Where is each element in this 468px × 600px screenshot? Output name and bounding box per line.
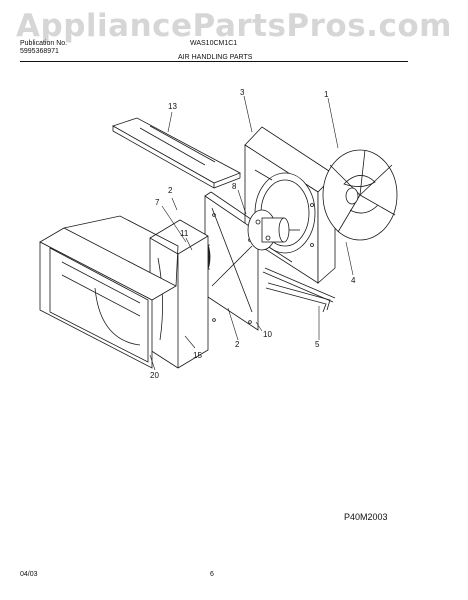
callout-13: 13 [168,102,177,111]
part-top-cover [112,117,241,189]
part-bracket [265,282,331,313]
callout-2-upper: 2 [168,186,173,195]
part-rod [262,267,336,303]
callout-5: 5 [315,340,320,349]
callout-4: 4 [351,276,356,285]
callout-2-lower: 2 [235,340,240,349]
footer-page-number: 6 [210,571,214,578]
model-number: WAS10CM1C1 [190,40,238,47]
diagram-code: P40M2003 [344,512,388,522]
callout-8: 8 [232,182,237,191]
publication-number: 5995368971 [20,48,59,55]
callout-leaders [149,95,354,371]
callout-11: 11 [180,229,189,238]
callout-20: 20 [150,371,159,380]
callout-10: 10 [263,330,272,339]
publication-label: Publication No. [20,40,68,47]
part-front-grille [39,215,179,369]
callout-3: 3 [240,88,245,97]
part-blower-housing [149,219,209,369]
part-fan-shroud [244,126,336,284]
part-motor [247,209,300,251]
section-title: AIR HANDLING PARTS [178,54,253,61]
part-fan-blade [322,149,398,241]
callout-15: 15 [193,351,202,360]
footer-date: 04/03 [20,571,38,578]
callout-7: 7 [155,198,160,207]
watermark-logo: AppliancePartsPros.com [16,8,452,44]
header-rule [20,61,408,62]
callout-1: 1 [324,90,329,99]
